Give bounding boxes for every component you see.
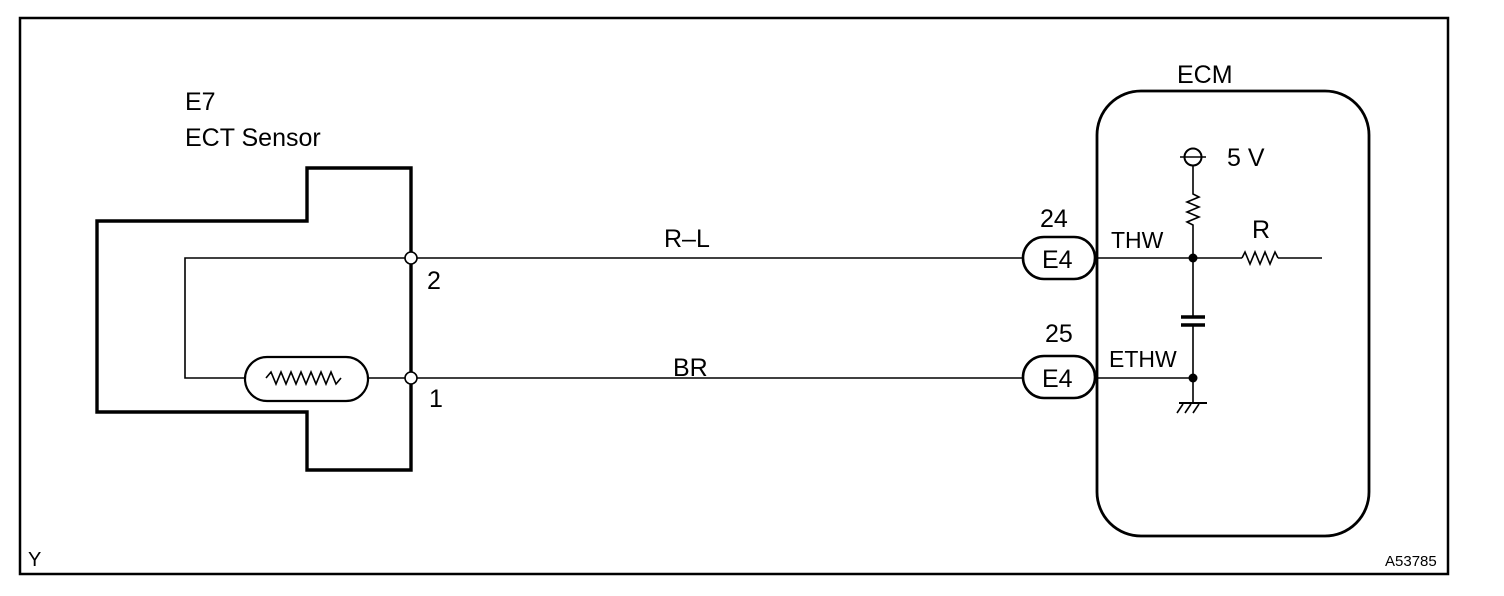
- ecm-title: ECM: [1177, 61, 1233, 89]
- pull-up-resistor: [1184, 166, 1202, 258]
- connector-upper-pin: 24: [1040, 205, 1068, 233]
- sensor-code: E7: [185, 88, 216, 116]
- junction-thw: [1188, 253, 1198, 263]
- sensor-terminal-2: [404, 251, 418, 265]
- series-resistor: [1241, 249, 1279, 267]
- supply-voltage-label: 5 V: [1227, 144, 1265, 172]
- connector-lower: [1021, 354, 1097, 400]
- supply-terminal-icon: [1180, 147, 1206, 167]
- connector-lower-code: E4: [1042, 365, 1073, 393]
- junction-ethw: [1188, 373, 1198, 383]
- wire-br-label: BR: [673, 354, 708, 382]
- terminal-thw-label: THW: [1111, 227, 1164, 253]
- sensor-pin-1-label: 1: [429, 385, 443, 413]
- connector-upper-code: E4: [1042, 246, 1073, 274]
- diagram-frame: [18, 16, 1450, 576]
- ecm-box: [1095, 89, 1371, 538]
- connector-upper: [1021, 235, 1097, 281]
- thermistor: [243, 355, 370, 403]
- resistor-r-label: R: [1252, 216, 1270, 244]
- connector-lower-pin: 25: [1045, 320, 1073, 348]
- ground-icon: [1176, 402, 1207, 414]
- wire-r-l-label: R–L: [664, 225, 710, 253]
- sensor-terminal-1: [404, 371, 418, 385]
- corner-left-label: Y: [28, 549, 41, 571]
- sensor-housing: [95, 166, 413, 472]
- sensor-pin-2-label: 2: [427, 267, 441, 295]
- sensor-internal-wire: [184, 257, 411, 379]
- figure-id: A53785: [1385, 553, 1437, 570]
- sensor-name: ECT Sensor: [185, 124, 321, 152]
- terminal-ethw-label: ETHW: [1109, 346, 1177, 372]
